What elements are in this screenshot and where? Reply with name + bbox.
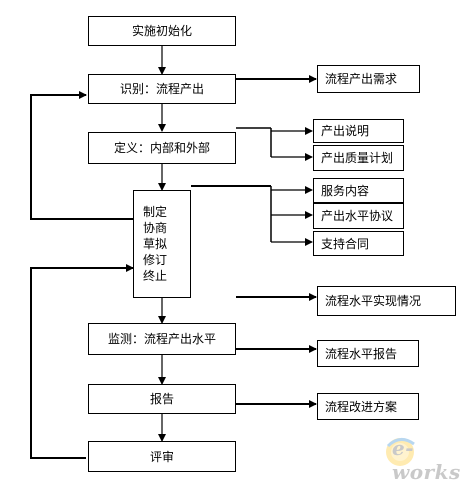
feedback-to-negotiate [30, 264, 134, 459]
output-actual-label: 流程水平实现情况 [325, 294, 422, 308]
step-init-label: 实施初始化 [131, 24, 192, 38]
step-define: 定义：内部和外部 [88, 132, 236, 164]
negotiate-line-1: 制定 [143, 205, 168, 219]
output-demand: 流程产出需求 [317, 65, 420, 93]
output-improve: 流程改进方案 [317, 393, 419, 420]
output-quality: 产出质量计划 [313, 145, 404, 171]
eworks-logo [386, 438, 415, 466]
feedback-to-identify [30, 91, 133, 220]
output-sla: 产出水平协议 [313, 203, 404, 229]
output-demand-label: 流程产出需求 [325, 72, 398, 86]
step-identify-label: 识别：流程产出 [119, 82, 204, 96]
step-init: 实施初始化 [88, 16, 236, 46]
step-report: 报告 [88, 384, 236, 414]
output-level-report-label: 流程水平报告 [325, 346, 398, 361]
step-monitor-label: 监测：流程产出水平 [107, 332, 216, 346]
negotiate-line-5: 终止 [143, 269, 168, 283]
step-identify: 识别：流程产出 [88, 74, 236, 104]
output-improve-label: 流程改进方案 [325, 399, 398, 414]
negotiate-line-4: 修订 [143, 253, 168, 267]
output-service: 服务内容 [313, 178, 404, 203]
step-report-label: 报告 [149, 392, 174, 406]
negotiate-line-3: 草拟 [143, 237, 168, 251]
step-review-label: 评审 [149, 449, 174, 464]
step-negotiate: 制定 协商 草拟 修订 终止 [133, 190, 191, 298]
output-actual: 流程水平实现情况 [317, 286, 456, 316]
output-contract: 支持合同 [313, 231, 404, 256]
output-quality-label: 产出质量计划 [321, 151, 394, 165]
output-sla-label: 产出水平协议 [321, 209, 394, 223]
output-level-report: 流程水平报告 [317, 340, 419, 367]
step-define-label: 定义：内部和外部 [113, 141, 210, 155]
output-contract-label: 支持合同 [321, 236, 370, 251]
step-review: 评审 [88, 441, 236, 472]
negotiate-line-2: 协商 [143, 221, 168, 235]
output-desc-label: 产出说明 [321, 124, 370, 138]
output-service-label: 服务内容 [321, 183, 370, 198]
step-monitor: 监测：流程产出水平 [88, 323, 236, 355]
output-desc: 产出说明 [313, 119, 404, 143]
